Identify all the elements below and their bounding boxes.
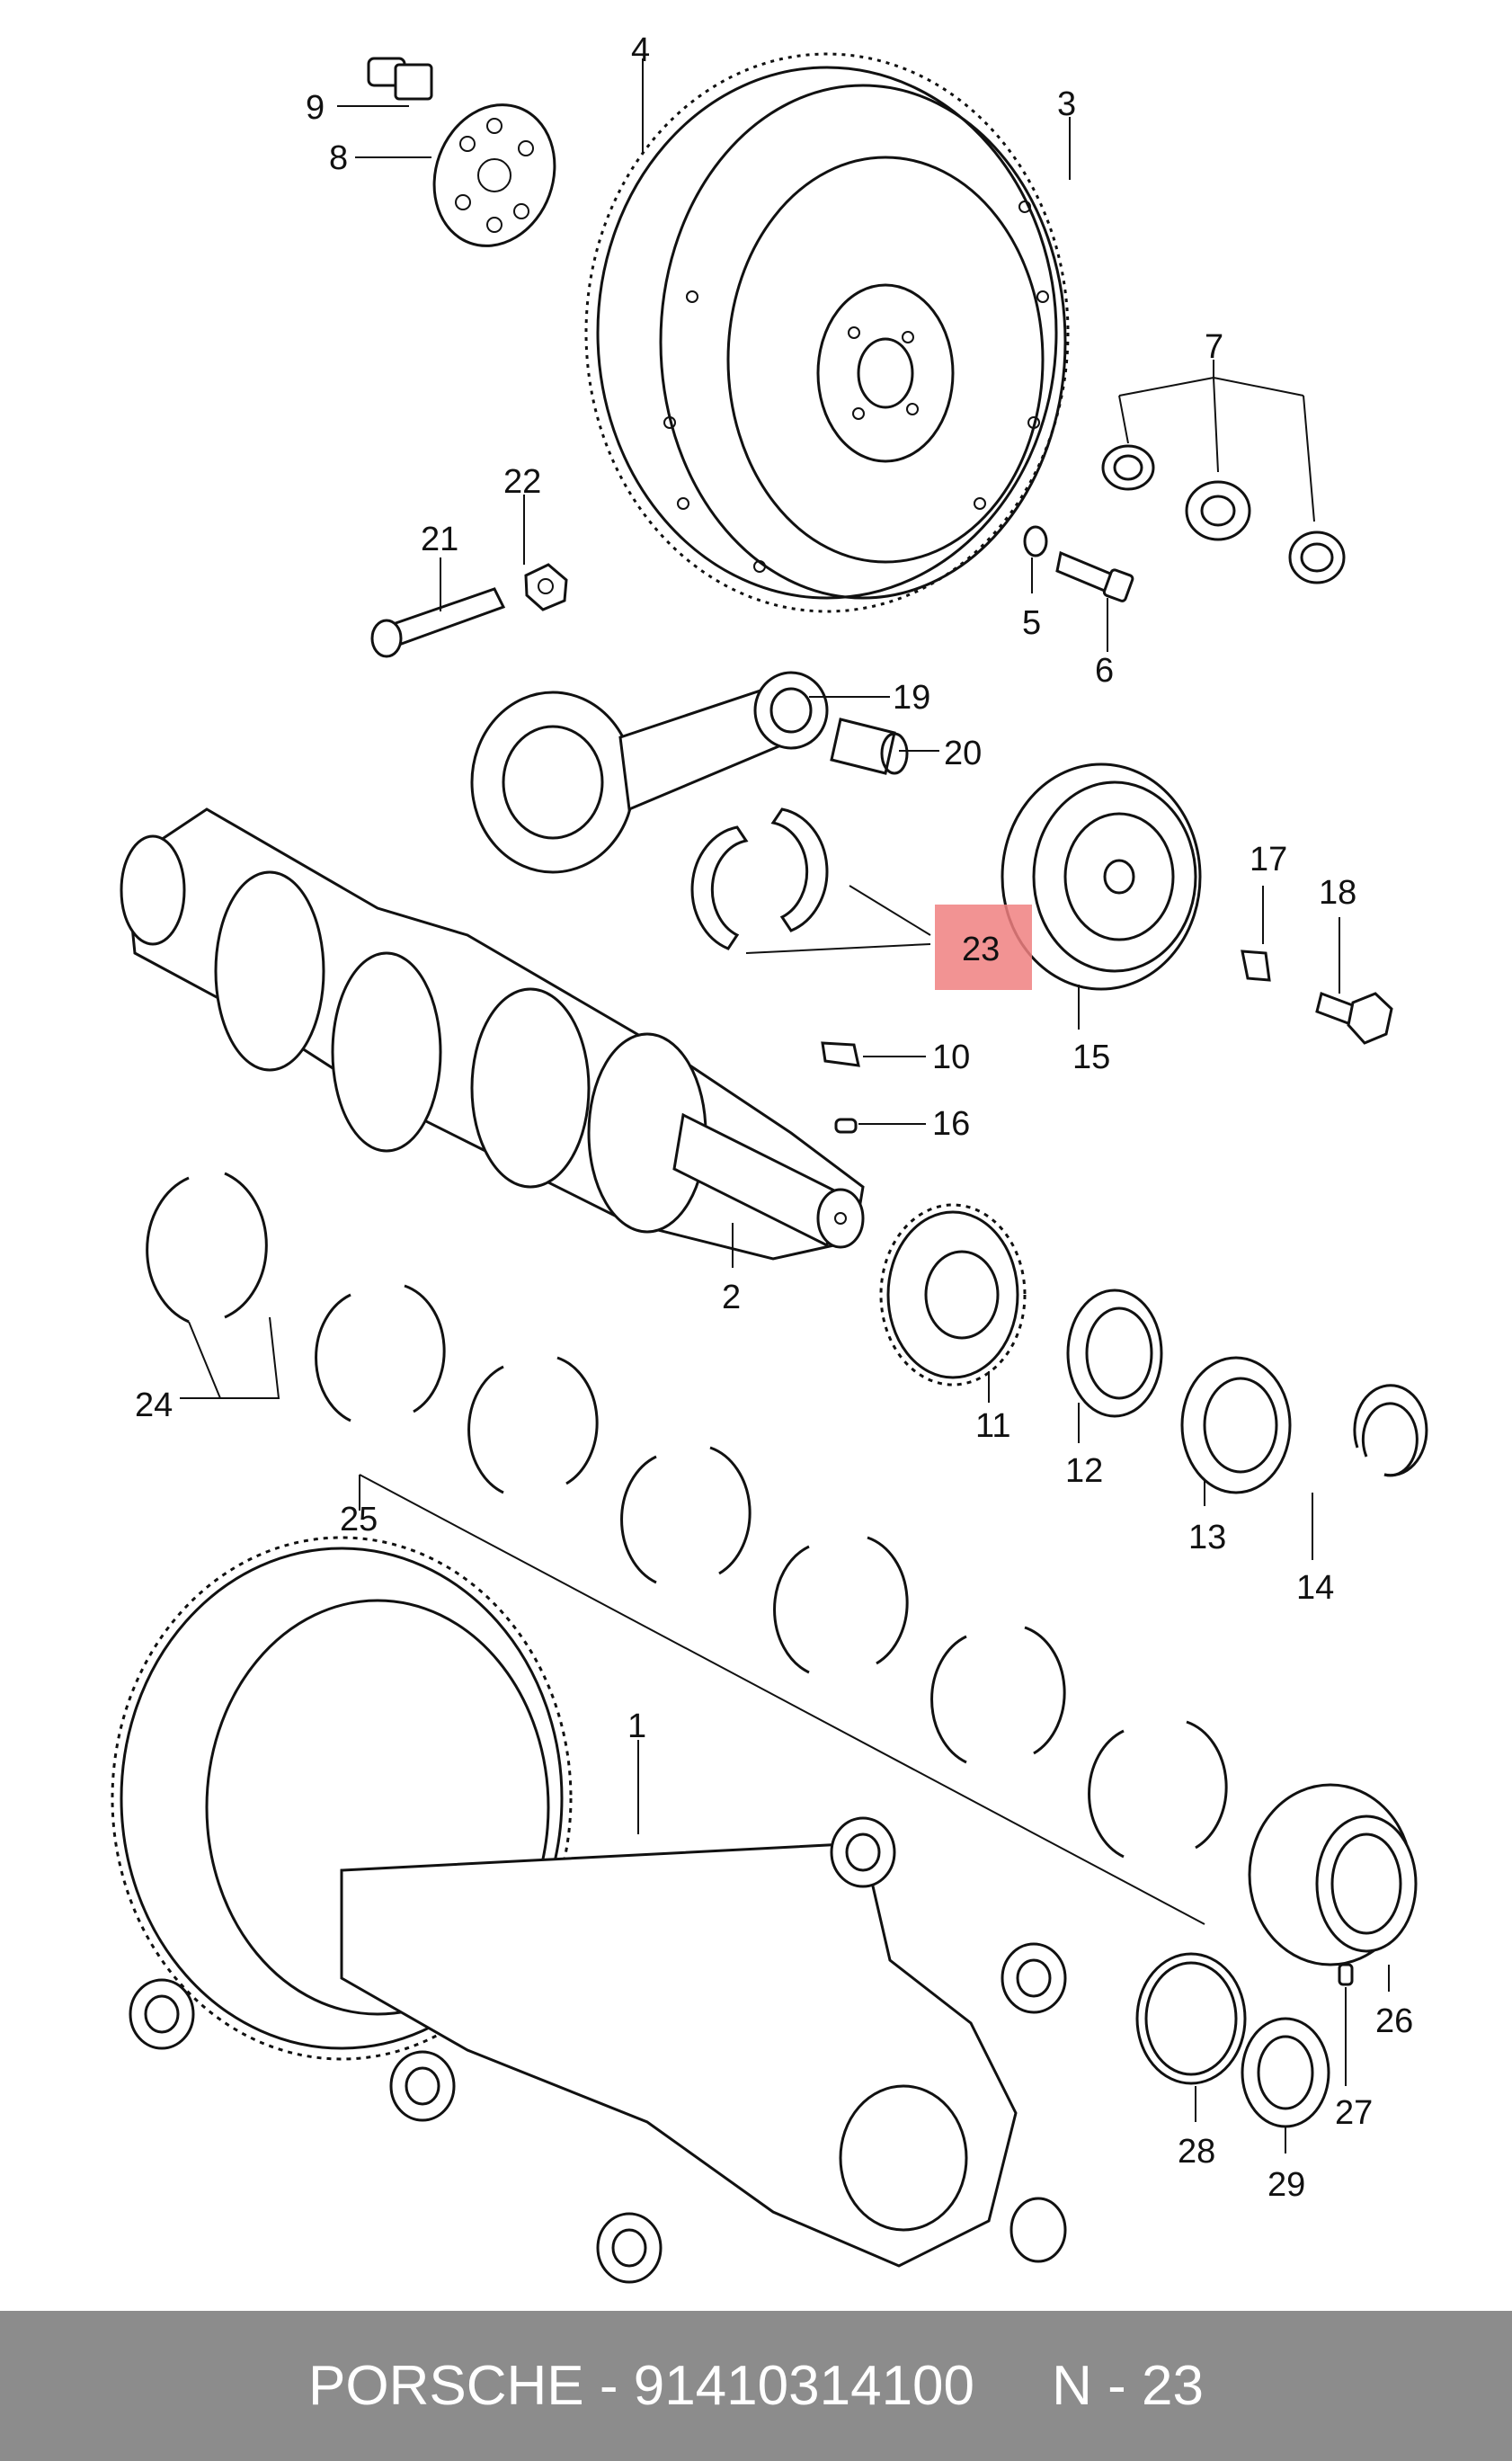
- bushings-drawing: [1101, 444, 1346, 584]
- callout-24: 24: [135, 1387, 173, 1424]
- parts-diagram: 1 2 3 4 5 6 7 8 9 10 11 12 13 14 15 16 1…: [111, 31, 1428, 2284]
- callout-20: 20: [944, 735, 982, 772]
- crankshaft-drawing: [120, 807, 865, 1261]
- footer-text: PORSCHE - 91410314100 N - 23: [308, 2355, 1204, 2417]
- callout-26: 26: [1375, 2002, 1413, 2040]
- stud-nut-drawing: [370, 563, 568, 658]
- leader-lines: [180, 58, 1390, 2153]
- pulley-drawing: [1001, 762, 1393, 1045]
- callout-29: 29: [1267, 2166, 1305, 2204]
- part-number-footer: PORSCHE - 91410314100 N - 23: [0, 2311, 1512, 2461]
- callout-4: 4: [631, 31, 650, 69]
- callout-18: 18: [1319, 874, 1356, 912]
- callout-9: 9: [306, 89, 325, 127]
- assembled-crankshaft-drawing: [111, 1536, 1067, 2284]
- callout-1: 1: [627, 1708, 646, 1745]
- callout-10: 10: [932, 1039, 970, 1076]
- plate-and-bolt-drawing: [367, 57, 556, 247]
- bearing-shells-23-drawing: [690, 807, 829, 950]
- callout-23: 23: [962, 931, 1000, 968]
- callout-7: 7: [1205, 328, 1223, 366]
- callout-8: 8: [329, 139, 348, 177]
- highlight-box: [935, 905, 1032, 990]
- callout-5: 5: [1022, 604, 1041, 642]
- washer-screw-drawing: [1023, 525, 1134, 602]
- callout-15: 15: [1072, 1039, 1110, 1076]
- seal-rings-drawing: [1135, 1783, 1418, 2128]
- connecting-rod-drawing: [470, 671, 909, 874]
- key-pin-drawing: [821, 1041, 860, 1134]
- callout-2: 2: [722, 1279, 741, 1316]
- bearing-shells-25-drawing: [146, 1172, 1228, 1925]
- callout-12: 12: [1065, 1452, 1103, 1490]
- callout-27: 27: [1335, 2094, 1373, 2132]
- callout-19: 19: [893, 679, 930, 717]
- callout-28: 28: [1178, 2133, 1215, 2171]
- callout-14: 14: [1296, 1569, 1334, 1607]
- callout-6: 6: [1095, 652, 1114, 690]
- callout-22: 22: [503, 463, 541, 501]
- callout-16: 16: [932, 1105, 970, 1143]
- callout-25: 25: [340, 1501, 378, 1538]
- callout-3: 3: [1057, 85, 1076, 123]
- flywheel-drawing: [584, 52, 1070, 613]
- callout-13: 13: [1188, 1519, 1226, 1556]
- callout-17: 17: [1250, 841, 1287, 878]
- callout-21: 21: [421, 521, 458, 558]
- timing-gear-drawing: [879, 1203, 1428, 1494]
- callout-11: 11: [975, 1407, 1010, 1445]
